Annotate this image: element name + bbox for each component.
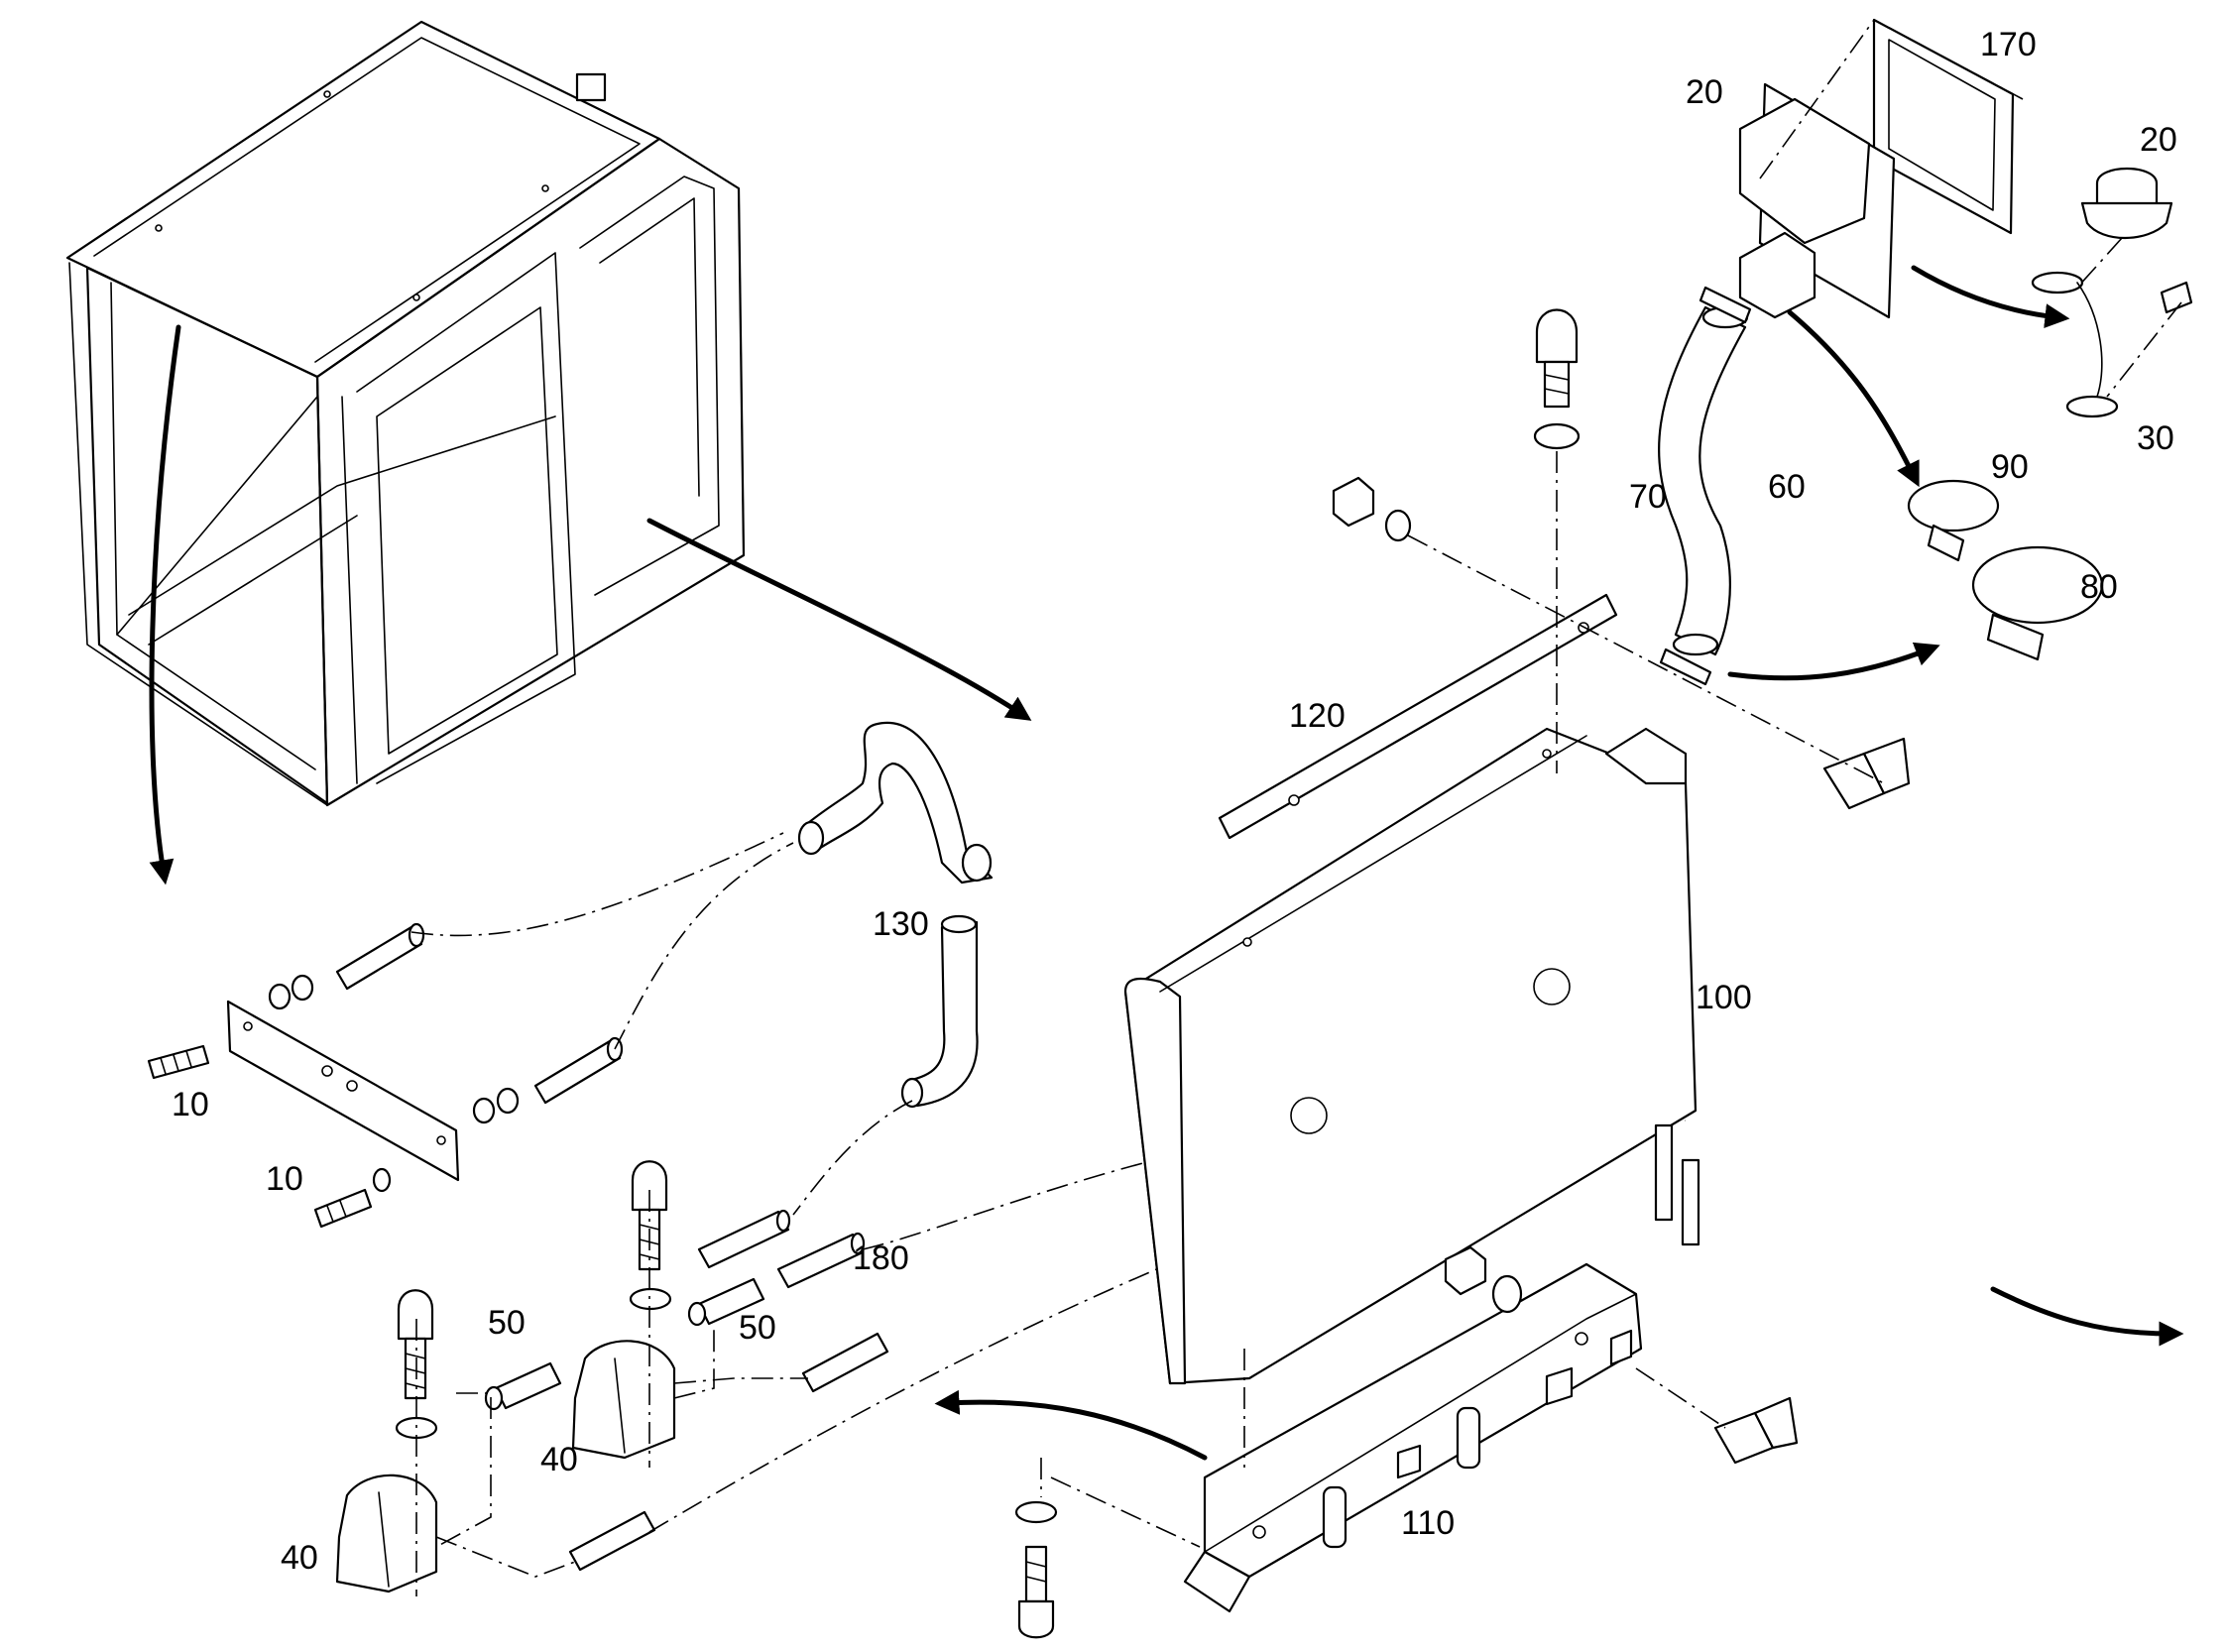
callout-60: 60 xyxy=(1768,468,1806,506)
bolt-10-lower xyxy=(313,1167,392,1229)
arrow-down-left xyxy=(149,324,181,885)
operator-cab xyxy=(65,20,746,807)
callout-40-lower: 40 xyxy=(281,1539,318,1577)
callout-110: 110 xyxy=(1401,1504,1455,1542)
callout-40-upper: 40 xyxy=(540,1441,578,1478)
arrow-to-clamp-80 xyxy=(1727,642,1940,681)
tube-upper xyxy=(335,922,425,991)
bolt-lower xyxy=(395,1289,438,1440)
nut-bracket xyxy=(1444,1245,1523,1314)
arrow-left-to-blocks xyxy=(934,1389,1208,1461)
clamp-80 xyxy=(1971,545,2104,661)
callout-90: 90 xyxy=(1991,448,2029,486)
mounting-strip-120 xyxy=(1218,593,1618,840)
short-sleeve xyxy=(1659,286,1752,686)
tube-180-b xyxy=(776,1232,866,1289)
connector-50-a xyxy=(484,1361,562,1411)
hose-60-70 xyxy=(1658,305,1749,656)
callout-80: 80 xyxy=(2080,568,2118,606)
arrow-to-cap xyxy=(1911,265,2070,329)
bracket-plate xyxy=(226,1000,460,1182)
tank-outlet-tubes xyxy=(1654,1123,1700,1246)
connector-50-b xyxy=(687,1277,765,1327)
arrow-to-tank xyxy=(646,518,1032,721)
callout-20-housing: 20 xyxy=(1686,73,1723,111)
support-bracket-110 xyxy=(1183,1262,1643,1613)
tube-d xyxy=(568,1510,656,1572)
callout-120: 120 xyxy=(1289,697,1346,735)
fuel-cap-20 xyxy=(2080,167,2173,240)
hose-130-upper xyxy=(797,721,994,885)
callout-70: 70 xyxy=(1629,478,1667,516)
clamp-90 xyxy=(1907,479,2000,562)
tube-180-a xyxy=(697,1209,791,1269)
tank-100 xyxy=(1123,727,1698,1385)
clamp-block-40-upper xyxy=(571,1340,676,1460)
callout-10-upper: 10 xyxy=(172,1086,209,1123)
nut-top xyxy=(1332,476,1412,542)
wing-bolt-lower xyxy=(1713,1396,1799,1465)
cap-chain-30 xyxy=(2031,271,2193,418)
callout-50-upper: 50 xyxy=(739,1309,776,1347)
callout-180: 180 xyxy=(853,1239,909,1277)
bolt-upper xyxy=(629,1160,672,1311)
hose-130-lower xyxy=(900,914,979,1109)
callout-20-cap: 20 xyxy=(2140,121,2177,159)
callout-100: 100 xyxy=(1696,979,1752,1016)
callout-50-lower: 50 xyxy=(488,1304,526,1342)
bolt-10-upper xyxy=(147,1044,210,1080)
callout-170: 170 xyxy=(1980,26,2037,63)
wing-bolt-right xyxy=(1822,737,1911,810)
arrow-to-clamp-90 xyxy=(1787,309,1920,488)
filler-housing-20 xyxy=(1738,82,1896,319)
bolt-bottom xyxy=(1014,1500,1058,1639)
tube-lower xyxy=(533,1036,624,1105)
callout-30: 30 xyxy=(2137,419,2174,457)
bolt-top xyxy=(1533,308,1581,450)
arrow-right-offpage xyxy=(1990,1286,2184,1347)
tube-c xyxy=(801,1332,889,1393)
clamp-block-40-lower xyxy=(335,1474,438,1593)
callout-10-lower: 10 xyxy=(266,1160,303,1198)
callout-130: 130 xyxy=(873,905,929,943)
